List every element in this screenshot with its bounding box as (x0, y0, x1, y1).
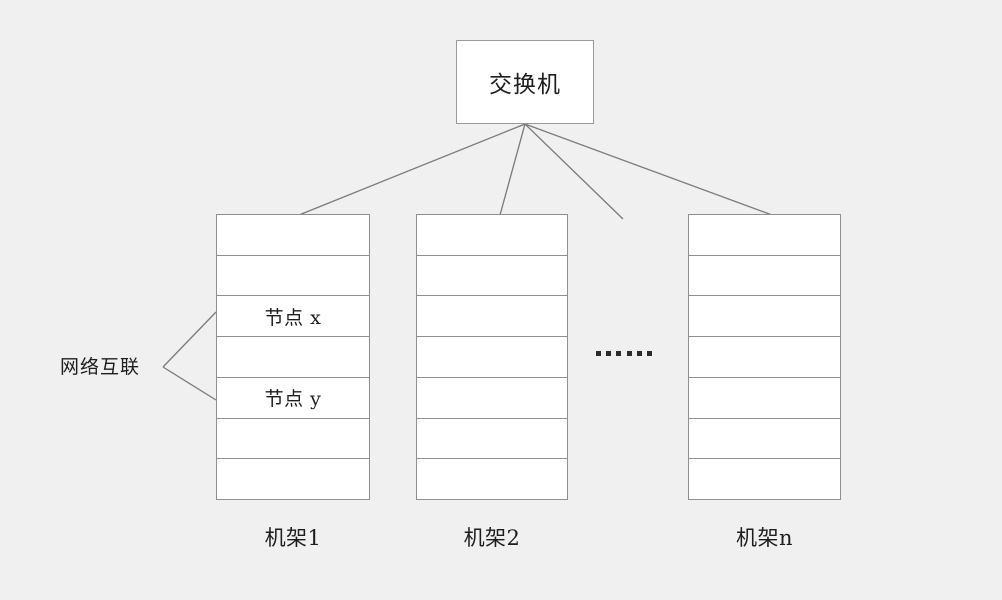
rack-1-slot-4[interactable] (217, 337, 369, 378)
rack-n-slot-5[interactable] (689, 378, 840, 419)
rack-2-slot-2[interactable] (417, 256, 567, 297)
rack-1-slot-1[interactable] (217, 215, 369, 256)
rack-1[interactable]: 节点 x 节点 y (216, 214, 370, 500)
rack-n-caption: 机架n (735, 526, 794, 550)
ellipsis-dot (626, 350, 632, 356)
link-switch-to-rack-n (524, 123, 773, 216)
ellipsis-dot (636, 350, 642, 356)
link-switch-dangling (524, 123, 624, 220)
rack-1-caption: 机架1 (264, 526, 322, 550)
rack-2-caption: 机架2 (463, 526, 521, 550)
rack-n[interactable] (688, 214, 841, 500)
rack-2-slot-3[interactable] (417, 296, 567, 338)
rack-1-slot-2[interactable] (217, 256, 369, 297)
rack-2-slot-6[interactable] (417, 419, 567, 460)
rack-1-slot-5-label: 节点 y (264, 388, 322, 411)
rack-1-slot-3-label: 节点 x (264, 306, 322, 329)
bracket-upper-arm (162, 311, 217, 368)
rack-n-slot-7[interactable] (689, 459, 840, 499)
bracket-lower-arm (162, 366, 217, 401)
rack-n-slot-6[interactable] (689, 419, 840, 460)
rack-2-slot-5[interactable] (417, 378, 567, 419)
ellipsis-dot (616, 350, 622, 356)
rack-1-slot-3-node-x[interactable]: 节点 x (217, 296, 369, 338)
rack-n-slot-4[interactable] (689, 337, 840, 378)
rack-1-slot-5-node-y[interactable]: 节点 y (217, 378, 369, 419)
ellipsis-dot (606, 350, 612, 356)
rack-2-slot-4[interactable] (417, 337, 567, 378)
rack-n-slot-1[interactable] (689, 215, 840, 256)
rack-2[interactable] (416, 214, 568, 500)
rack-2-slot-1[interactable] (417, 215, 567, 256)
ellipsis-dot (646, 350, 652, 356)
switch-label: 交换机 (489, 72, 561, 98)
rack-1-slot-7[interactable] (217, 459, 369, 499)
rack-2-slot-7[interactable] (417, 459, 567, 499)
rack-ellipsis (596, 340, 652, 366)
network-interconnect-label: 网络互联 (60, 356, 141, 378)
rack-n-slot-3[interactable] (689, 296, 840, 338)
rack-1-slot-6[interactable] (217, 419, 369, 460)
link-switch-to-rack-2 (499, 123, 526, 216)
switch-box[interactable]: 交换机 (456, 40, 594, 124)
ellipsis-dot (596, 350, 601, 356)
rack-n-slot-2[interactable] (689, 256, 840, 297)
link-switch-to-rack-1 (298, 123, 526, 216)
